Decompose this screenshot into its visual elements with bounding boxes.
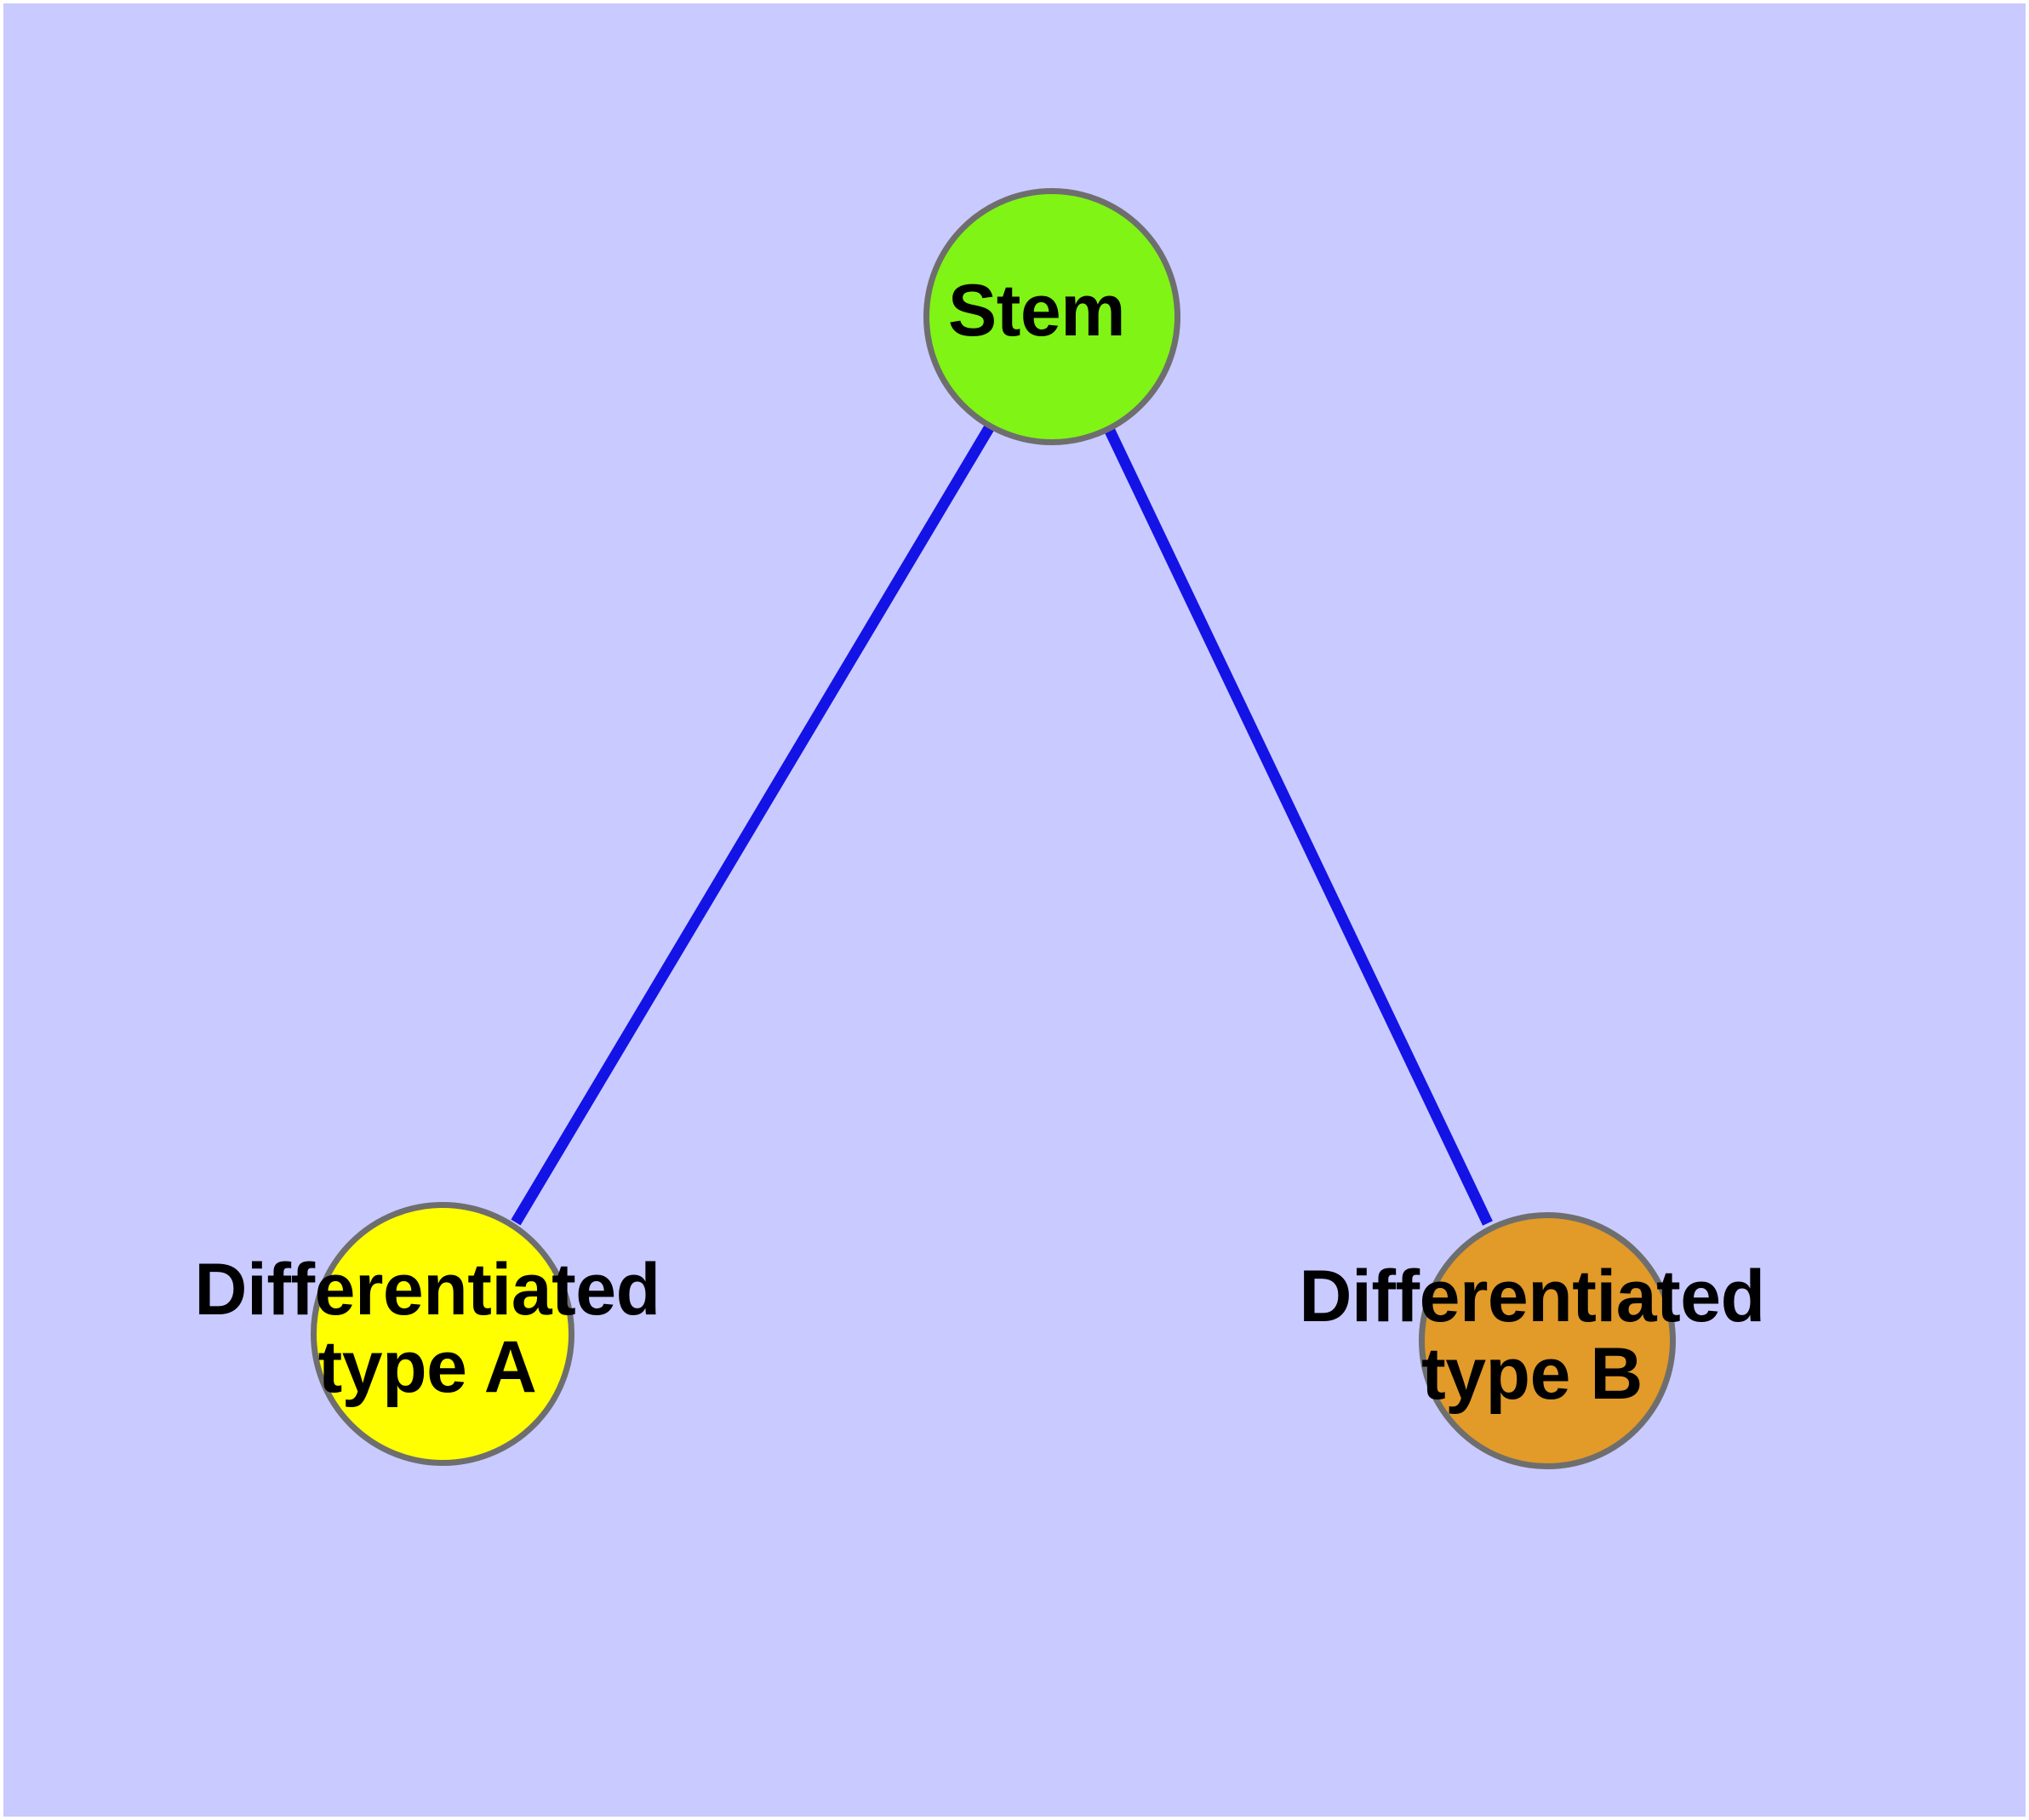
node-differentiated-type-b[interactable] (1419, 1212, 1676, 1469)
node-differentiated-type-a[interactable] (311, 1202, 574, 1466)
edge-stem-to-differentiated-type-b[interactable] (1105, 428, 1493, 1226)
node-stem[interactable] (923, 188, 1180, 445)
edge-stem-to-differentiated-type-a[interactable] (511, 425, 994, 1226)
